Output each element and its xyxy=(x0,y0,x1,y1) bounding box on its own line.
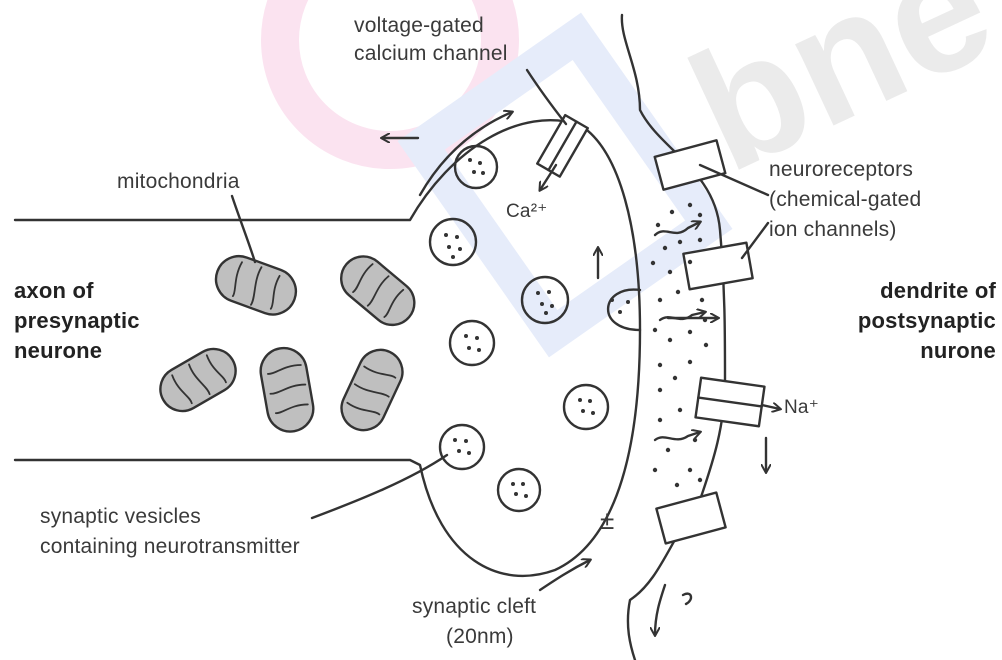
mitochondrion-4 xyxy=(257,344,317,435)
diffusion-arrow xyxy=(655,222,700,235)
mitochondrion-1 xyxy=(210,250,303,321)
mitochondria-group xyxy=(152,247,423,437)
label-synaptic-vesicles: synaptic vesicles xyxy=(40,505,201,529)
sodium-channel xyxy=(696,378,765,427)
leader-mitochondria xyxy=(232,196,255,262)
vesicle xyxy=(564,385,608,429)
label-dendrite-1: dendrite of xyxy=(880,278,996,304)
bottom-arrow xyxy=(655,585,665,635)
label-neuroreceptors: neuroreceptors xyxy=(769,158,913,182)
label-synaptic-cleft: synaptic cleft xyxy=(412,595,536,619)
label-voltage-gated: voltage-gated xyxy=(354,14,484,38)
receptor-1 xyxy=(655,140,726,189)
neurotransmitter-dots xyxy=(651,203,708,487)
label-plus-minus: ± xyxy=(600,505,614,536)
leader-receptor-2 xyxy=(742,223,768,258)
label-sodium-ion: Na⁺ xyxy=(784,396,819,419)
postsynaptic-membrane xyxy=(622,15,725,660)
label-axon-1: axon of xyxy=(14,278,94,304)
label-dendrite-2: postsynaptic xyxy=(858,308,996,334)
label-calcium-ion: Ca²⁺ xyxy=(506,200,547,223)
label-mitochondria: mitochondria xyxy=(117,170,240,194)
curl-mark xyxy=(683,594,691,604)
leader-calcium-channel xyxy=(527,70,566,124)
label-neurotransmitter: containing neurotransmitter xyxy=(40,535,300,559)
sodium-inflow-arrow xyxy=(762,405,780,409)
label-cleft-width: (20nm) xyxy=(446,625,514,649)
fusing-vesicle xyxy=(608,290,640,330)
label-calcium-channel: calcium channel xyxy=(354,42,508,66)
vesicle xyxy=(440,425,484,469)
label-dendrite-3: nurone xyxy=(920,338,996,364)
vesicle xyxy=(522,277,568,323)
mitochondrion-2 xyxy=(332,247,423,333)
label-axon-2: presynaptic xyxy=(14,308,140,334)
label-ion-channels: ion channels) xyxy=(769,218,897,242)
receptor-4 xyxy=(656,493,725,544)
leader-receptor-1 xyxy=(700,165,768,195)
vesicle xyxy=(498,469,540,511)
receptor-2 xyxy=(683,243,752,290)
mitochondrion-5 xyxy=(334,343,409,438)
calcium-channel xyxy=(537,115,588,176)
label-chemical-gated: (chemical-gated xyxy=(769,188,921,212)
mitochondrion-3 xyxy=(152,341,243,419)
label-axon-3: neurone xyxy=(14,338,102,364)
vesicle xyxy=(450,321,494,365)
leader-vesicles xyxy=(312,455,447,518)
vesicle xyxy=(455,146,497,188)
